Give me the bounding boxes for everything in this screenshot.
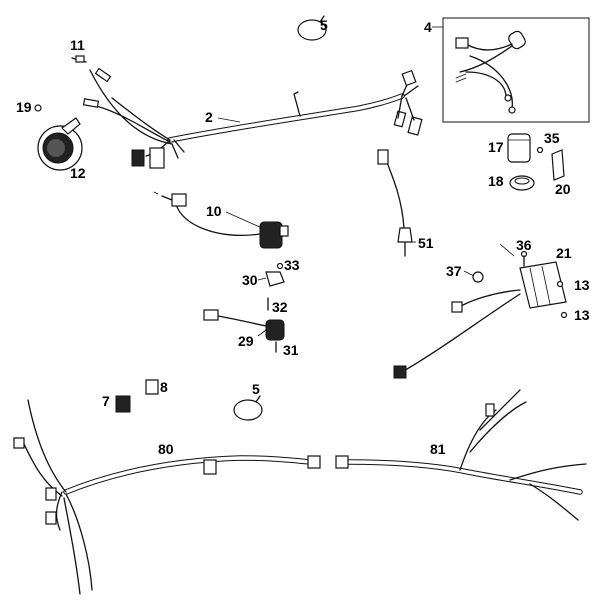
cable-tie-top [297, 15, 327, 41]
horn-part-12 [34, 104, 83, 171]
label-part-4: 4 [424, 19, 432, 35]
label-part-13-lower: 13 [574, 307, 590, 323]
label-part-18: 18 [488, 173, 504, 189]
switch-part-10 [153, 191, 289, 249]
main-cable-harness [82, 67, 423, 169]
harness-part-81 [335, 389, 587, 521]
relay-part-7 [115, 395, 131, 413]
label-part-36: 36 [516, 237, 532, 253]
sensor-assembly [203, 262, 285, 353]
label-part-2: 2 [205, 109, 213, 125]
label-part-80: 80 [158, 441, 174, 457]
label-part-19: 19 [16, 99, 32, 115]
regulator-part-21 [393, 250, 568, 379]
label-part-7: 7 [102, 393, 110, 409]
label-part-5-top: 5 [320, 17, 328, 33]
leader-lines [217, 117, 515, 337]
label-part-17: 17 [488, 139, 504, 155]
capacitor-assembly [507, 133, 565, 191]
label-part-30: 30 [242, 272, 258, 288]
label-part-31: 31 [283, 342, 299, 358]
harness-part-80 [13, 399, 321, 595]
label-part-32: 32 [272, 299, 288, 315]
label-part-12: 12 [70, 165, 86, 181]
label-part-8: 8 [160, 379, 168, 395]
label-part-11: 11 [70, 37, 85, 53]
label-part-5-middle: 5 [252, 381, 260, 397]
part-labels: 2 4 5 5 7 8 10 11 12 13 13 17 18 19 20 2… [16, 17, 590, 457]
label-part-10: 10 [206, 203, 222, 219]
label-part-20: 20 [555, 181, 571, 197]
label-part-81: 81 [430, 441, 446, 457]
part-4-kit [432, 17, 590, 123]
label-part-33: 33 [284, 257, 300, 273]
label-part-51: 51 [418, 235, 434, 251]
label-part-35: 35 [544, 130, 560, 146]
label-part-29: 29 [238, 333, 254, 349]
label-part-37: 37 [446, 263, 462, 279]
bracket-part-8 [145, 379, 159, 395]
temp-sensor-part-51 [377, 149, 413, 257]
fuse-part-11 [71, 55, 87, 63]
cable-tie-middle [233, 395, 263, 421]
label-part-21: 21 [556, 245, 572, 261]
label-part-13-upper: 13 [574, 277, 590, 293]
